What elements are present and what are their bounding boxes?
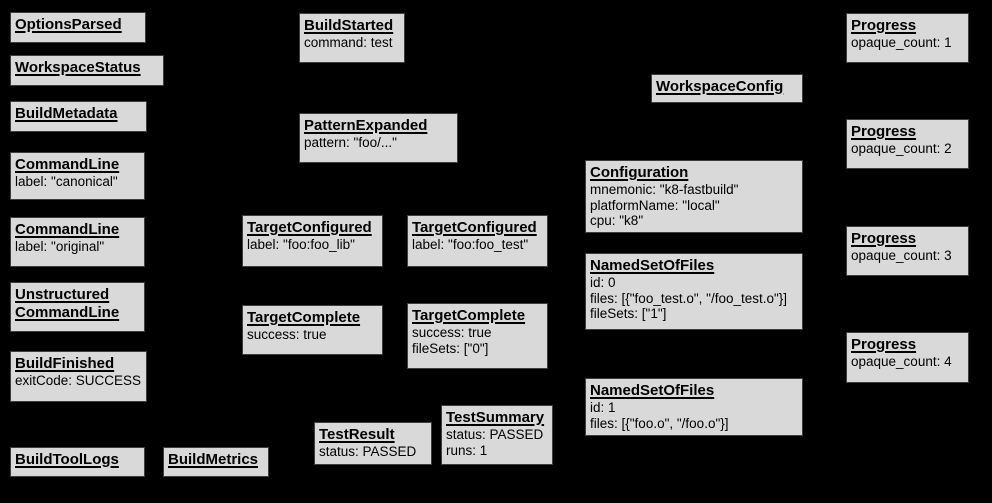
event-box-target-complete-foo-lib: TargetComplete success: true [242,305,383,355]
event-field: label: "original" [15,239,105,254]
event-title: Progress [851,17,917,34]
event-box-workspace-config: WorkspaceConfig [651,74,803,103]
event-title: NamedSetOfFiles [590,257,715,274]
event-title: PatternExpanded [304,117,428,134]
event-box-configuration: Configuration mnemonic: "k8-fastbuild" p… [585,160,803,233]
event-field: files: [{"foo_test.o", "/foo_test.o"}] [590,290,788,306]
event-box-progress-3: Progress opaque_count: 3 [846,226,969,276]
event-field: opaque_count: 1 [851,35,952,50]
event-box-named-set-of-files-0: NamedSetOfFiles id: 0 files: [{"foo_test… [585,253,803,330]
event-box-build-started: BuildStarted command: test [299,13,405,63]
event-field: status: PASSED [446,427,544,442]
event-box-pattern-expanded: PatternExpanded pattern: "foo/..." [299,113,458,163]
event-title: BuildFinished [15,355,115,372]
event-field: status: PASSED [319,444,417,459]
event-title: Configuration [590,164,689,181]
event-box-test-result: TestResult status: PASSED [314,422,432,465]
event-box-build-finished: BuildFinished exitCode: SUCCESS [10,351,147,402]
event-field: platformName: "local" [590,197,720,213]
event-title: CommandLine [15,156,120,173]
event-title: TargetConfigured [412,219,537,236]
event-box-unstructured-command-line: Unstructured CommandLine [10,282,145,332]
event-title: TargetComplete [412,307,526,324]
event-box-command-line-canonical: CommandLine label: "canonical" [10,152,145,200]
event-field: fileSets: ["0"] [412,340,489,356]
event-field: id: 1 [590,400,616,415]
event-field: mnemonic: "k8-fastbuild" [590,182,739,197]
event-title: CommandLine [15,221,120,238]
event-field: opaque_count: 2 [851,141,952,156]
event-field: exitCode: SUCCESS [15,373,142,388]
event-title: NamedSetOfFiles [590,382,715,399]
event-box-progress-4: Progress opaque_count: 4 [846,332,969,383]
event-field: opaque_count: 3 [851,248,952,263]
event-field: files: [{"foo.o", "/foo.o"}] [590,415,729,431]
event-field: opaque_count: 4 [851,354,952,369]
event-title: WorkspaceStatus [15,59,141,76]
event-field: label: "canonical" [15,174,118,189]
event-title: TestResult [319,426,395,443]
event-field: success: true [412,325,492,340]
event-title: BuildToolLogs [15,451,119,468]
event-box-progress-1: Progress opaque_count: 1 [846,13,969,63]
event-title: TargetConfigured [247,219,372,236]
event-field: label: "foo:foo_lib" [247,237,355,252]
event-box-named-set-of-files-1: NamedSetOfFiles id: 1 files: [{"foo.o", … [585,378,803,436]
event-field: fileSets: ["1"] [590,306,667,321]
event-box-target-complete-foo-test: TargetComplete success: true fileSets: [… [407,303,548,369]
event-box-progress-2: Progress opaque_count: 2 [846,119,969,169]
event-field: runs: 1 [446,442,488,458]
event-field: id: 0 [590,275,616,290]
event-box-target-configured-foo-lib: TargetConfigured label: "foo:foo_lib" [242,215,383,267]
event-title: OptionsParsed [15,16,122,33]
event-title: TargetComplete [247,309,361,326]
event-field: command: test [304,35,393,50]
event-box-test-summary: TestSummary status: PASSED runs: 1 [441,405,553,465]
event-field: success: true [247,327,327,342]
event-title: BuildMetrics [168,451,259,468]
event-field: cpu: "k8" [590,213,644,228]
event-title: Progress [851,123,917,140]
event-title: Unstructured CommandLine [15,286,120,321]
event-box-options-parsed: OptionsParsed [10,12,146,43]
event-box-workspace-status: WorkspaceStatus [10,55,164,86]
event-box-build-metadata: BuildMetadata [10,101,147,132]
event-box-build-tool-logs: BuildToolLogs [10,447,145,477]
event-title: Progress [851,336,917,353]
event-title: BuildStarted [304,17,394,34]
event-box-target-configured-foo-test: TargetConfigured label: "foo:foo_test" [407,215,548,267]
event-field: label: "foo:foo_test" [412,237,529,252]
event-title: TestSummary [446,409,545,426]
event-title: Progress [851,230,917,247]
event-box-command-line-original: CommandLine label: "original" [10,217,145,267]
event-box-build-metrics: BuildMetrics [163,447,269,477]
event-title: WorkspaceConfig [656,78,784,95]
event-field: pattern: "foo/..." [304,135,397,150]
event-title: BuildMetadata [15,105,118,122]
